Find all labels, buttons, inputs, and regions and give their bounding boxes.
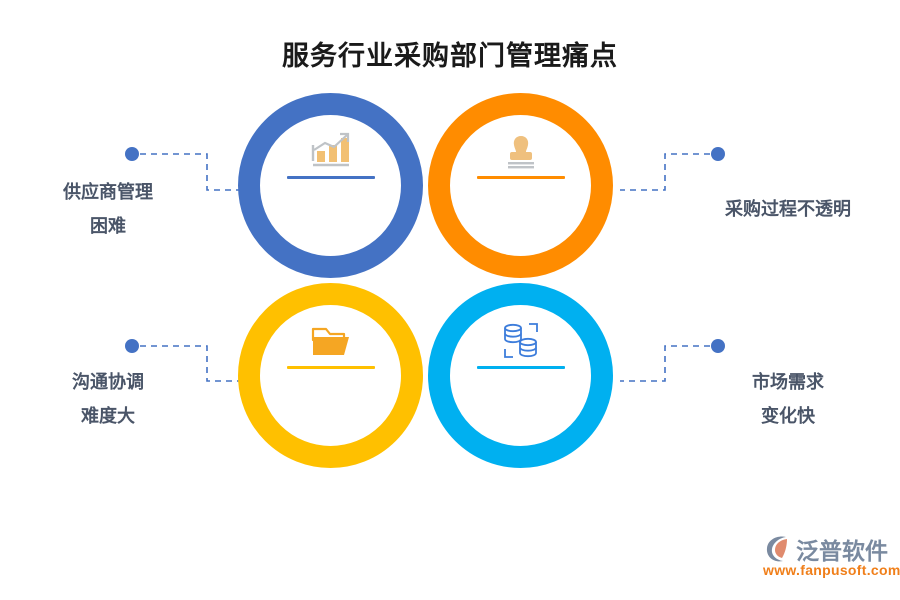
brand-url: www.fanpusoft.com [763,562,900,578]
connector-dot [711,147,725,161]
rubber-stamp-icon [501,125,541,171]
connector-dot [125,339,139,353]
pain-point-circle-market-demand-change[interactable] [428,283,613,468]
circle-content [450,115,591,256]
label-line-2: 难度大 [81,406,135,426]
pain-point-label-communication-coordination: 沟通协调 难度大 [8,365,208,433]
label-line-1: 采购过程不透明 [725,199,851,219]
bar-chart-growth-icon [309,125,353,171]
pain-point-label-market-demand-change: 市场需求 变化快 [688,365,888,433]
pain-point-circle-supplier-management[interactable] [238,93,423,278]
label-line-1: 供应商管理 [63,182,153,202]
pain-point-label-procurement-transparency: 采购过程不透明 [688,192,888,226]
label-line-1: 沟通协调 [72,372,144,392]
circle-divider-rule [476,176,565,179]
circle-content [260,115,401,256]
connector-procurement-transparency [620,147,725,191]
fanpu-swoosh-logo-icon [766,536,787,562]
circle-divider-rule [286,366,375,369]
pain-point-circle-communication-coordination[interactable] [238,283,423,468]
connector-dot [711,339,725,353]
brand-logo[interactable]: 泛普软件 www.fanpusoft.com [762,532,900,584]
circle-divider-rule [286,176,375,179]
pain-point-circle-procurement-transparency[interactable] [428,93,613,278]
database-stack-icon [499,315,543,361]
connector-dot [125,147,139,161]
open-folder-icon [310,315,352,361]
circle-divider-rule [476,366,565,369]
circle-content [260,305,401,446]
connector-path [620,153,710,191]
label-line-1: 市场需求 [752,372,824,392]
pain-point-label-supplier-management: 供应商管理 困难 [8,175,208,243]
label-line-2: 困难 [90,216,126,236]
label-line-2: 变化快 [761,406,815,426]
page-title: 服务行业采购部门管理痛点 [282,41,618,71]
circle-content [450,305,591,446]
brand-name: 泛普软件 [796,538,888,564]
